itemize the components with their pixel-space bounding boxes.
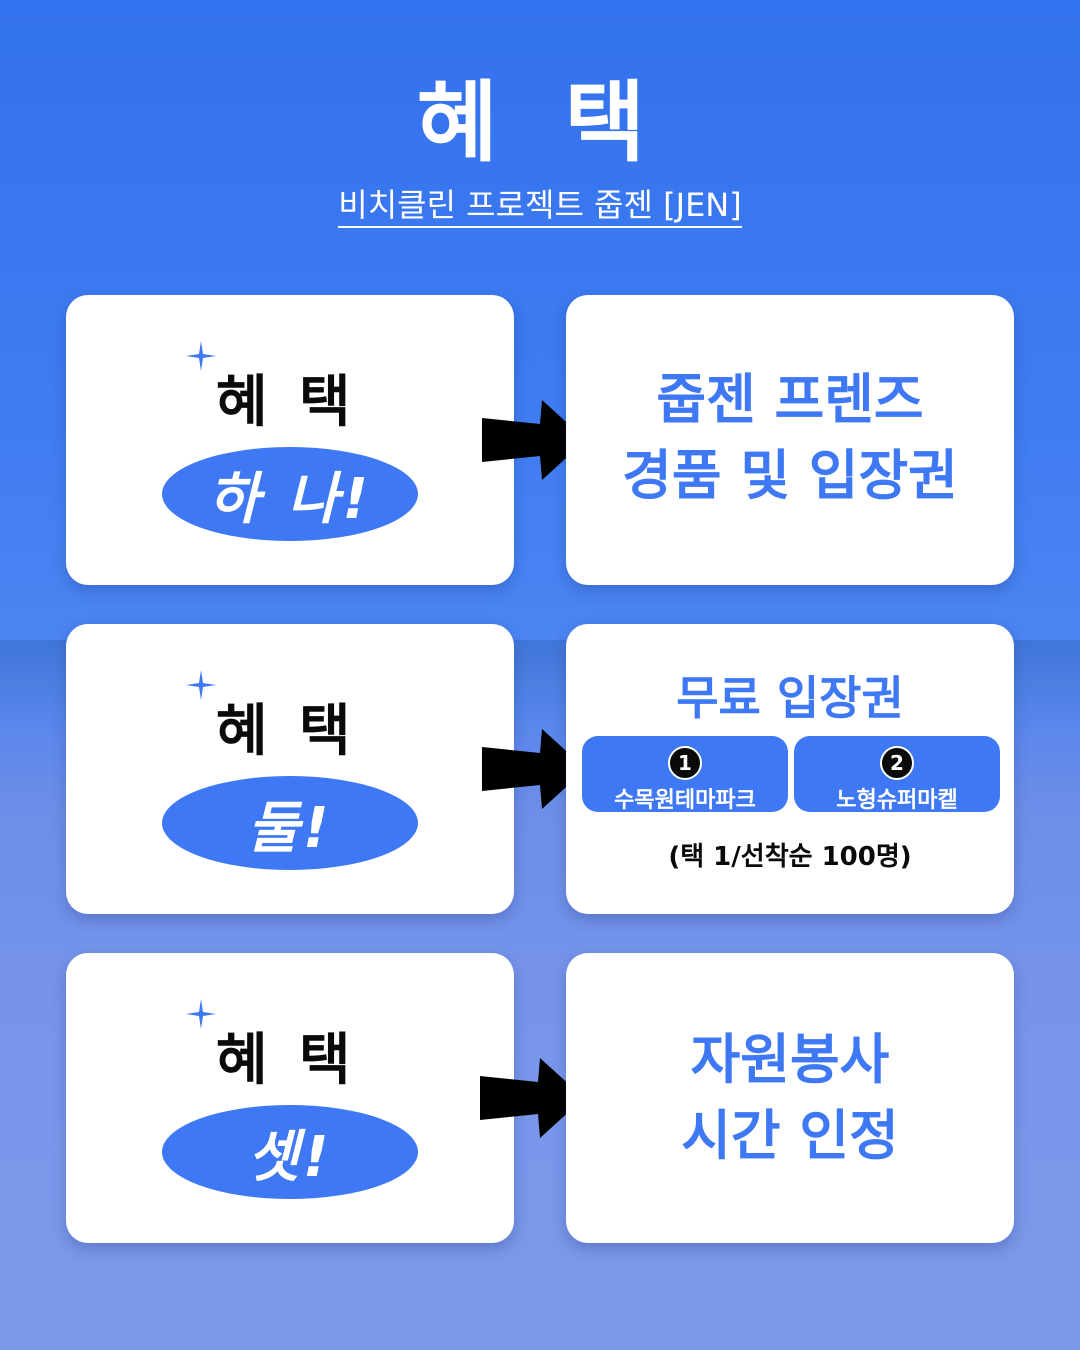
sparkle-icon — [186, 999, 216, 1029]
reward-line: 시간 인정 — [681, 1104, 899, 1167]
benefit-number-badge: 셋! — [162, 1105, 418, 1199]
subtitle-link[interactable]: 비치클린 프로젝트 줍젠 [JEN] — [338, 186, 742, 228]
option-name: 노형슈퍼마켙 — [836, 788, 958, 813]
sparkle-icon — [186, 341, 216, 371]
arrow-right-icon — [480, 1058, 584, 1138]
reward-card-2: 무료 입장권 1 수목원테마파크 2 노형슈퍼마켙 (택 1/선착순 100명) — [566, 624, 1014, 914]
reward-note: (택 1/선착순 100명) — [668, 842, 912, 872]
benefit-label: 혜 택 — [216, 1028, 357, 1093]
page-subtitle: 비치클린 프로젝트 줍젠 [JEN] — [0, 180, 1080, 228]
option-name: 수목원테마파크 — [614, 788, 756, 813]
benefit-card-2: 혜 택 둘! — [66, 624, 514, 914]
option-number-badge: 1 — [668, 746, 702, 780]
benefit-card-3: 혜 택 셋! — [66, 953, 514, 1243]
arrow-right-icon — [482, 729, 586, 809]
benefit-label: 혜 택 — [216, 370, 357, 435]
reward-card-1: 줍젠 프렌즈 경품 및 입장권 — [566, 295, 1014, 585]
page-title: 혜 택 — [416, 71, 664, 174]
reward-line: 줍젠 프렌즈 — [656, 368, 924, 431]
benefit-number-badge: 둘! — [162, 776, 418, 870]
sparkle-icon — [186, 670, 216, 700]
benefit-number-badge: 하 나! — [162, 447, 418, 541]
reward-line: 경품 및 입장권 — [622, 444, 958, 507]
benefit-label: 혜 택 — [216, 699, 357, 764]
reward-title: 무료 입장권 — [676, 671, 904, 725]
arrow-right-icon — [482, 400, 586, 480]
benefit-card-1: 혜 택 하 나! — [66, 295, 514, 585]
option-number-badge: 2 — [880, 746, 914, 780]
option-arboretum[interactable]: 1 수목원테마파크 — [582, 736, 788, 813]
reward-line: 자원봉사 — [690, 1028, 890, 1091]
option-supermarket[interactable]: 2 노형슈퍼마켙 — [794, 736, 1000, 813]
reward-card-3: 자원봉사 시간 인정 — [566, 953, 1014, 1243]
